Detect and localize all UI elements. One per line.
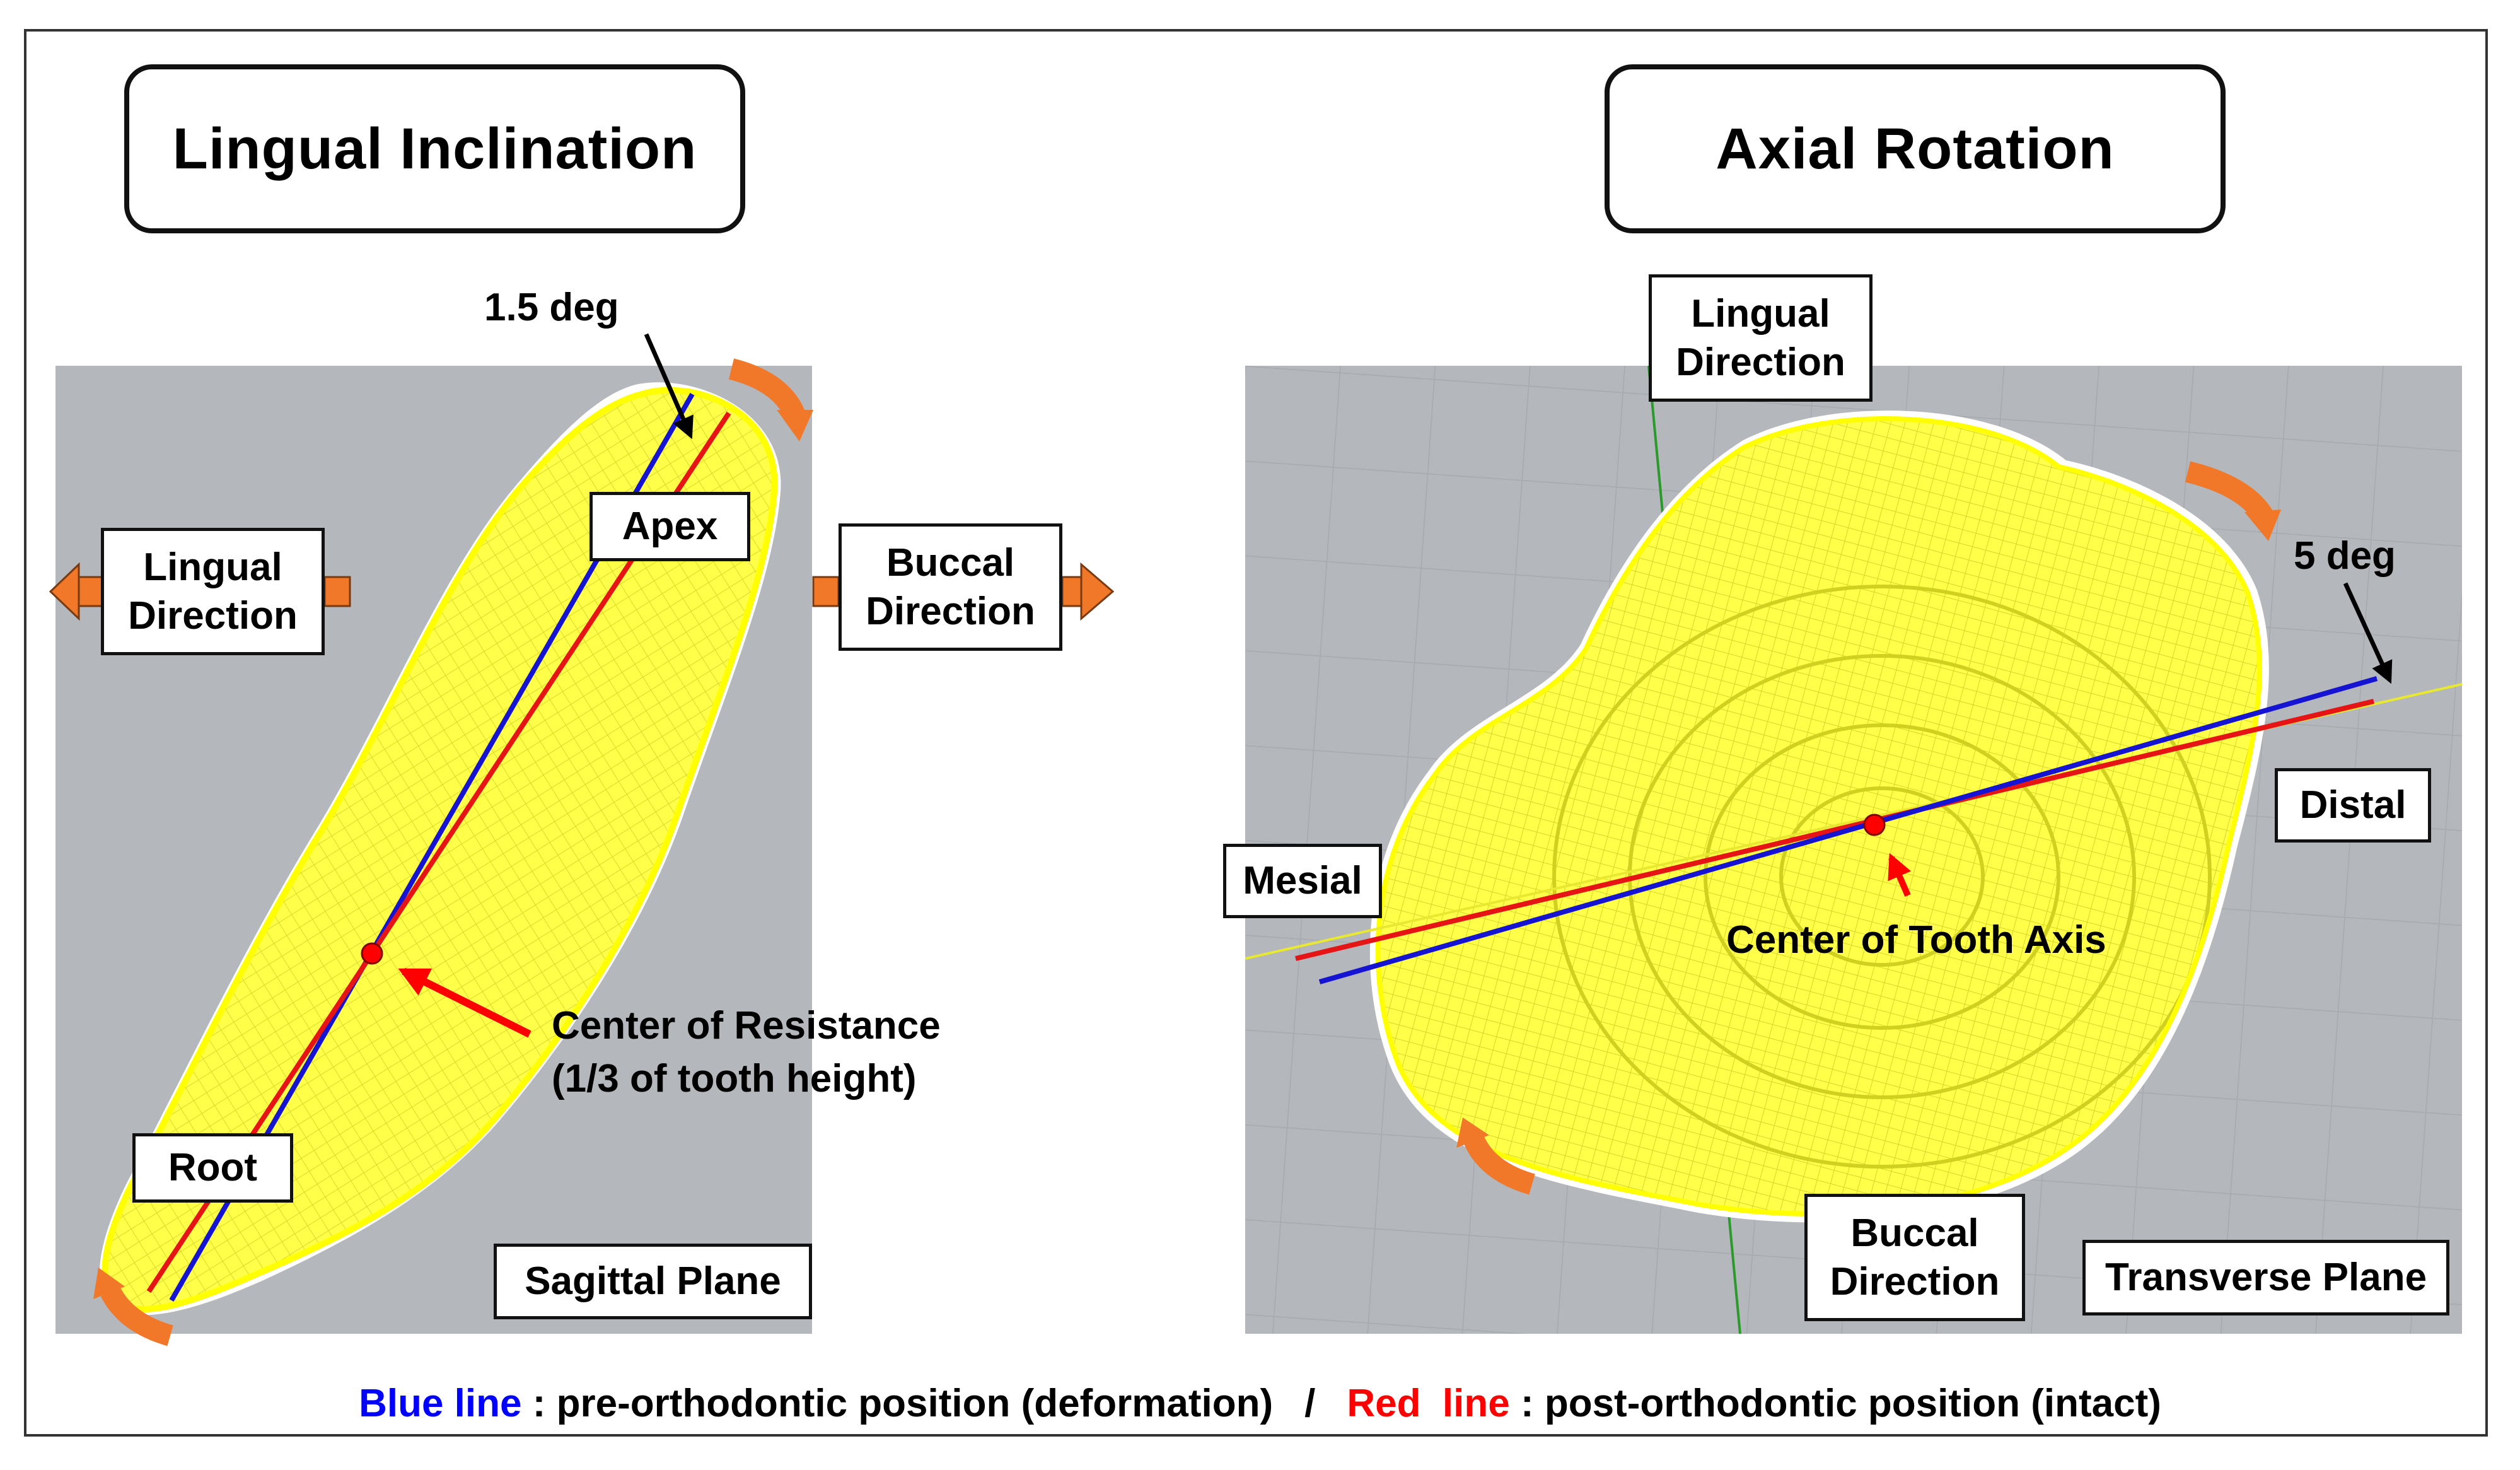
center-of-tooth-axis-pointer bbox=[1888, 853, 1912, 897]
figure-frame bbox=[24, 29, 2488, 1437]
angle-label-right: 5 deg bbox=[2294, 534, 2396, 578]
legend: Blue line : pre-orthodontic position (de… bbox=[0, 1381, 2520, 1426]
rotation-arrow-right-bottom bbox=[1456, 1117, 1535, 1195]
center-of-tooth-axis-label: Center of Tooth Axis bbox=[1726, 918, 2106, 962]
angle-arrow-right bbox=[2343, 582, 2393, 684]
distal-label: Distal bbox=[2275, 768, 2431, 843]
legend-separator: / bbox=[1304, 1382, 1316, 1425]
mesial-label: Mesial bbox=[1223, 844, 1382, 918]
apex-label: Apex bbox=[589, 492, 750, 561]
buccal-direction-arrow-left bbox=[812, 562, 1115, 621]
lingual-inclination-title: Lingual Inclination bbox=[124, 64, 745, 233]
rotation-arrow-left-bottom bbox=[93, 1268, 173, 1346]
transverse-plane-label: Transverse Plane bbox=[2082, 1240, 2449, 1315]
rotation-arrow-right-top bbox=[2185, 461, 2281, 541]
center-of-resistance-pointer bbox=[398, 967, 531, 1038]
legend-red-term: Red line bbox=[1347, 1382, 1510, 1425]
transverse-plane-panel bbox=[1245, 366, 2462, 1334]
angle-arrow-left bbox=[644, 333, 694, 440]
legend-blue-term: Blue line bbox=[359, 1382, 522, 1425]
legend-red-desc: : post-orthodontic position (intact) bbox=[1509, 1382, 2161, 1425]
post-orthodontic-axis-right bbox=[1295, 699, 2374, 961]
legend-blue-desc: : pre-orthodontic position (deformation) bbox=[521, 1382, 1274, 1425]
pre-orthodontic-axis-right bbox=[1318, 676, 2378, 984]
axial-rotation-title: Axial Rotation bbox=[1605, 64, 2226, 233]
sagittal-plane-label: Sagittal Plane bbox=[494, 1244, 812, 1319]
root-label: Root bbox=[132, 1133, 293, 1203]
rotation-arrow-left-top bbox=[728, 358, 813, 441]
center-of-resistance-dot bbox=[361, 942, 383, 965]
center-of-tooth-axis-dot bbox=[1863, 814, 1886, 836]
tooth-mesh bbox=[1378, 419, 2260, 1214]
center-of-resistance-label: Center of Resistance (1/3 of tooth heigh… bbox=[552, 1004, 941, 1100]
lingual-direction-arrow-left bbox=[49, 562, 351, 621]
angle-label-left: 1.5 deg bbox=[484, 286, 619, 329]
